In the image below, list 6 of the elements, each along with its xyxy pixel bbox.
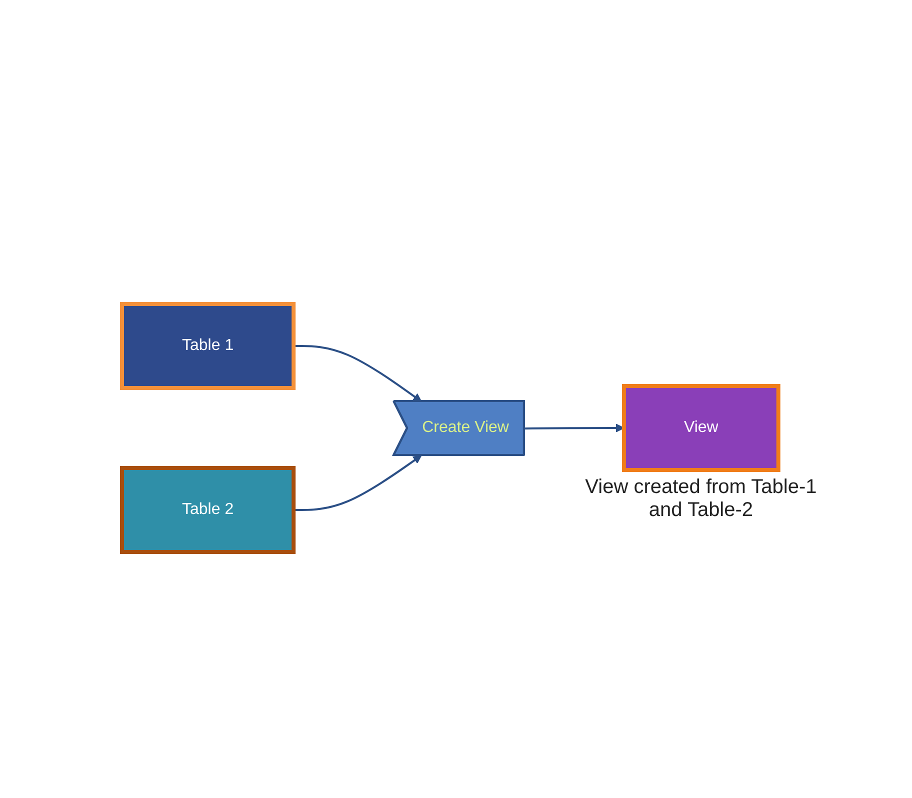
arrow [293,345,422,402]
node-box: View [622,384,780,472]
node-box: Table 1 [120,302,296,390]
node-caption: View created from Table-1 and Table-2 [584,476,818,522]
arrow [293,455,422,511]
node-box: Table 2 [120,466,296,554]
